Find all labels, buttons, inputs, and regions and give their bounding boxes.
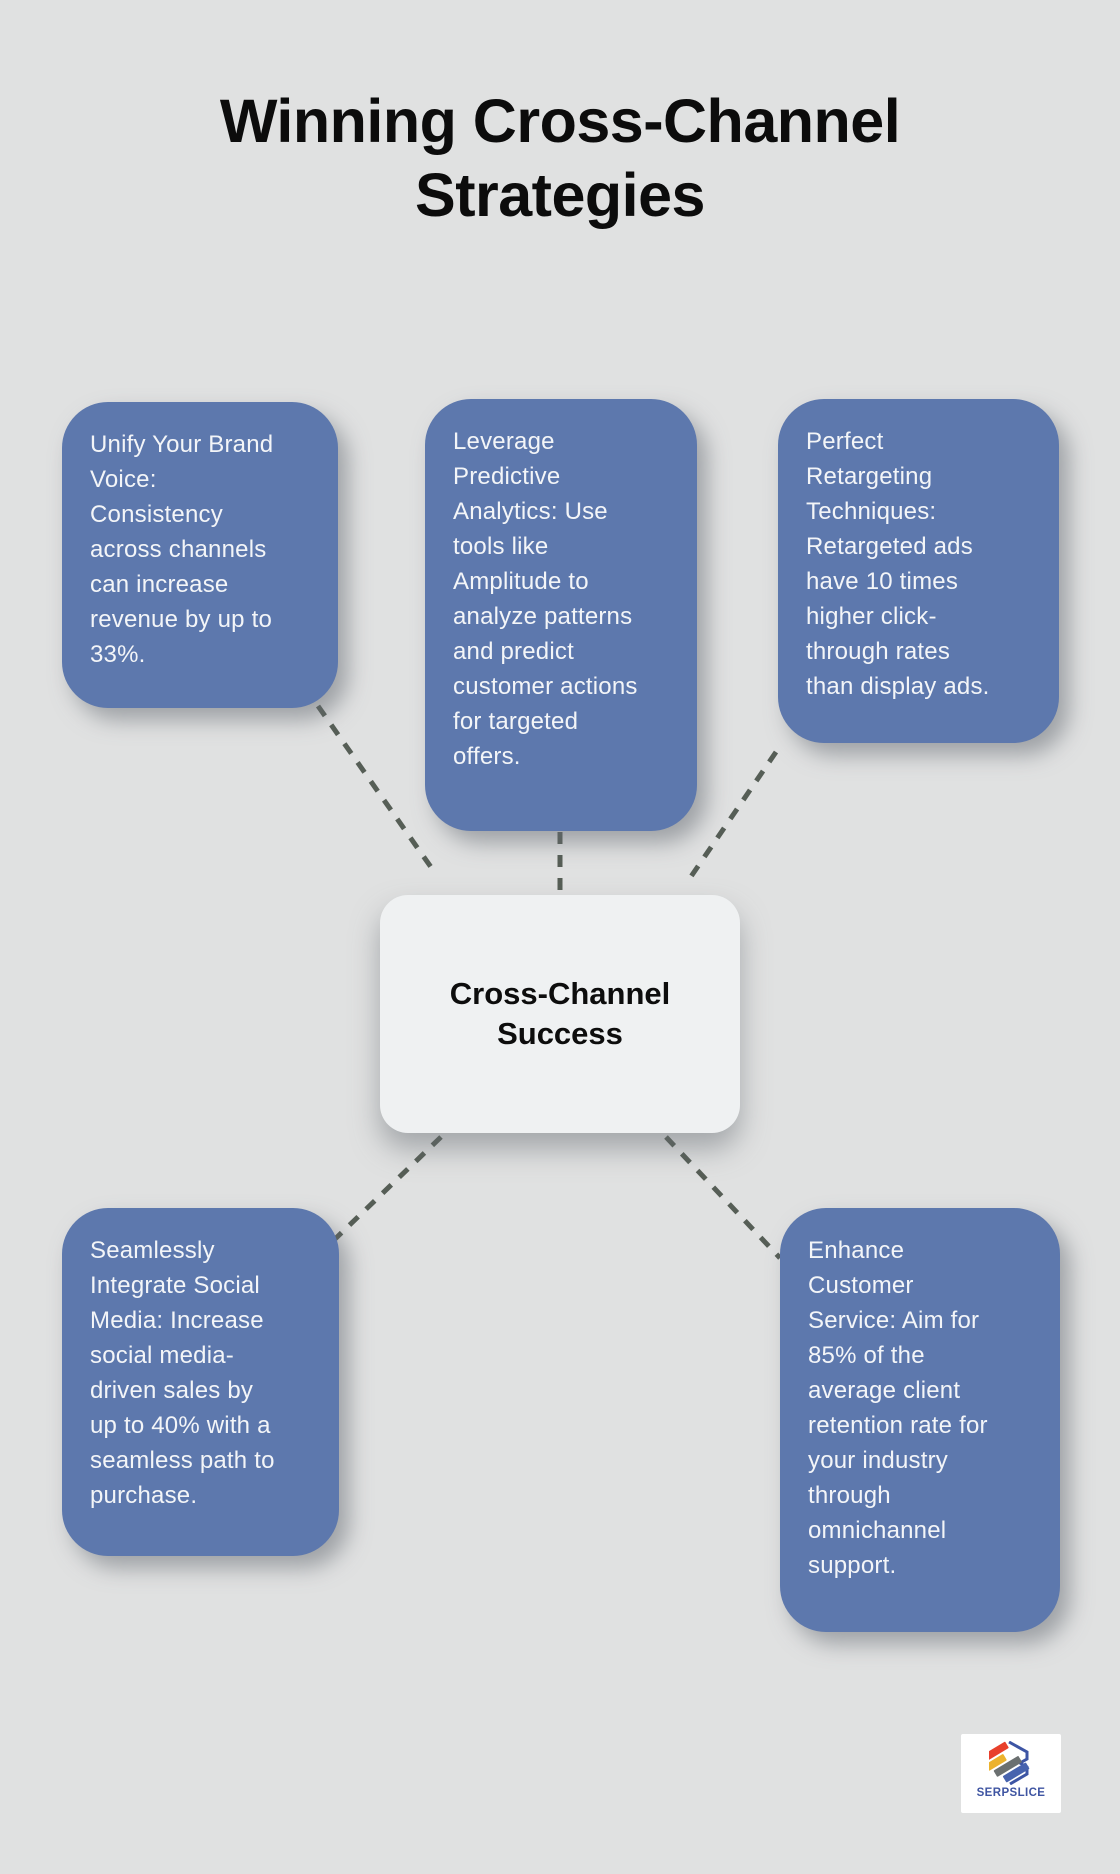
connector-unify-to-center [315,704,436,872]
brand-logo-card: SERPSLICE [961,1734,1061,1813]
page-title: Winning Cross-Channel Strategies [219,87,901,229]
brand-name: SERPSLICE [976,1787,1046,1799]
center-node: Cross-Channel Success [380,895,740,1133]
strategy-card-customer-service: Enhance Customer Service: Aim for 85% of… [780,1208,1060,1632]
strategy-card-text: Seamlessly Integrate Social Media: Incre… [90,1237,275,1509]
connector-center-to-service [664,1135,782,1260]
strategy-card-retargeting-techniques: Perfect Retargeting Techniques: Retarget… [778,399,1059,743]
strategy-card-unify-brand-voice: Unify Your Brand Voice: Consistency acro… [62,402,338,708]
connector-retarget-to-center [687,750,779,880]
connector-center-to-social [332,1135,443,1242]
strategy-card-text: Leverage Predictive Analytics: Use tools… [453,428,638,770]
center-node-label: Cross-Channel Success [449,976,671,1051]
strategy-card-text: Perfect Retargeting Techniques: Retarget… [806,428,990,700]
strategy-card-predictive-analytics: Leverage Predictive Analytics: Use tools… [425,399,697,831]
serpslice-logo-icon [989,1741,1030,1785]
strategy-card-social-media-integration: Seamlessly Integrate Social Media: Incre… [62,1208,339,1556]
strategy-card-text: Enhance Customer Service: Aim for 85% of… [808,1237,988,1579]
strategy-card-text: Unify Your Brand Voice: Consistency acro… [90,431,274,668]
